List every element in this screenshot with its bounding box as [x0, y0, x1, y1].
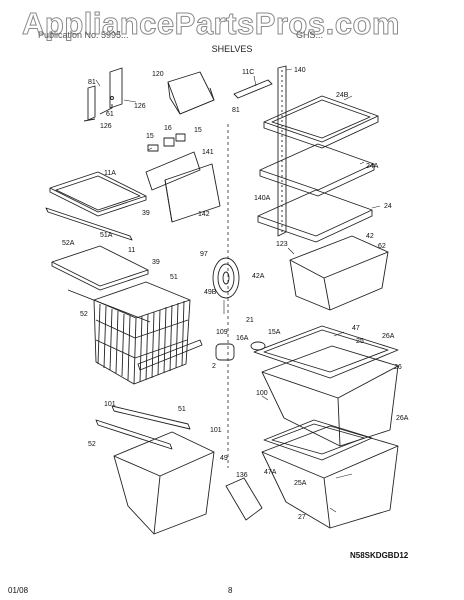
callout-label: 2 [212, 363, 216, 370]
callout-label: 140A [254, 195, 271, 202]
callout-label: 39 [152, 259, 160, 266]
callout-labels: 81 120 11C 140 126 61 126 24B 15 16 15 1… [62, 67, 409, 521]
callout-label: 11 [128, 247, 135, 254]
model-header: GHS... [296, 30, 324, 40]
callout-label: 62 [378, 243, 386, 250]
callout-label: 51 [170, 274, 178, 281]
vertical-rail-part [277, 65, 287, 237]
callout-label: 140 [294, 67, 306, 74]
callout-label: 52A [62, 240, 75, 247]
leader-lines [95, 68, 381, 513]
callout-label: 24B [336, 92, 349, 99]
callout-label: 120 [152, 71, 164, 78]
callout-label: 27 [298, 514, 306, 521]
glass-shelf-part [263, 95, 379, 149]
glass-shelf-part [259, 143, 375, 197]
shelf-bracket-part [83, 67, 123, 122]
callout-label: 15A [268, 329, 281, 336]
document-reference: N58SKDGBD12 [350, 551, 409, 560]
callout-label: 61 [106, 111, 114, 118]
glass-shelf-part [49, 171, 147, 217]
control-parts [147, 133, 186, 152]
cover-part [164, 163, 221, 223]
drawer-part [261, 425, 399, 529]
shelf-rail-part [45, 207, 133, 241]
callout-label: 97 [200, 251, 208, 258]
callout-label: 24 [384, 203, 392, 210]
callout-label: 11C [242, 69, 254, 76]
callout-label: 15 [194, 127, 202, 134]
callout-label: 26A [382, 333, 395, 340]
callout-label: 123 [276, 241, 288, 248]
storage-bin-part [113, 431, 215, 535]
callout-label: 47 [352, 325, 360, 332]
glass-shelf-part [257, 189, 373, 243]
callout-label: 101 [104, 401, 116, 408]
drawer-cover-part [253, 325, 399, 379]
callout-label: 52 [88, 441, 96, 448]
callout-label: 109 [216, 329, 228, 336]
door-bin-part [167, 71, 215, 115]
rail-part [233, 79, 273, 99]
fan-assembly-part [212, 257, 240, 299]
callout-label: 100 [256, 390, 268, 397]
wire-basket-part [93, 281, 191, 385]
drawer-part [261, 345, 399, 447]
divider-part [225, 477, 263, 521]
publication-header: Publication No. 5995... [38, 30, 129, 40]
callout-label: 81 [88, 79, 96, 86]
callout-label: 81 [232, 107, 240, 114]
callout-label: 49B [204, 289, 217, 296]
section-title: SHELVES [211, 44, 253, 54]
light-part [215, 343, 235, 361]
callout-label: 15 [146, 133, 154, 140]
basket-rail-part [137, 339, 203, 371]
callout-label: 49 [220, 455, 228, 462]
callout-label: 47A [264, 469, 277, 476]
callout-label: 141 [202, 149, 214, 156]
callout-label: 142 [198, 211, 210, 218]
callout-label: 51 [178, 406, 186, 413]
callout-label: 21 [246, 317, 254, 324]
callout-label: 16A [236, 335, 249, 342]
drawer-rail-part [111, 405, 191, 430]
callout-label: 24A [366, 163, 379, 170]
callout-label: 26 [394, 364, 402, 371]
callout-label: 39 [142, 210, 150, 217]
callout-label: 126 [100, 123, 112, 130]
callout-label: 126 [134, 103, 146, 110]
callout-label: 26A [396, 415, 409, 422]
callout-label: 101 [210, 427, 222, 434]
drawer-rail-part [95, 419, 173, 450]
callout-label: 51A [100, 232, 113, 239]
callout-label: 25A [294, 480, 307, 487]
watermark-logo: AppliancePartsPros.com [22, 6, 400, 42]
callout-label: 52 [80, 311, 88, 318]
crisper-drawer-part [289, 235, 389, 311]
glass-shelf-part [51, 245, 149, 291]
callout-label: 11A [104, 170, 116, 177]
drawer-cover-part [263, 419, 373, 461]
page-number: 8 [228, 586, 233, 595]
callout-label: 25 [356, 338, 364, 345]
callout-label: 42 [366, 233, 374, 240]
callout-label: 136 [236, 472, 248, 479]
footer-date: 01/08 [8, 586, 29, 595]
callout-label: 42A [252, 273, 265, 280]
callout-label: 16 [164, 125, 172, 132]
control-housing-part [145, 151, 201, 191]
